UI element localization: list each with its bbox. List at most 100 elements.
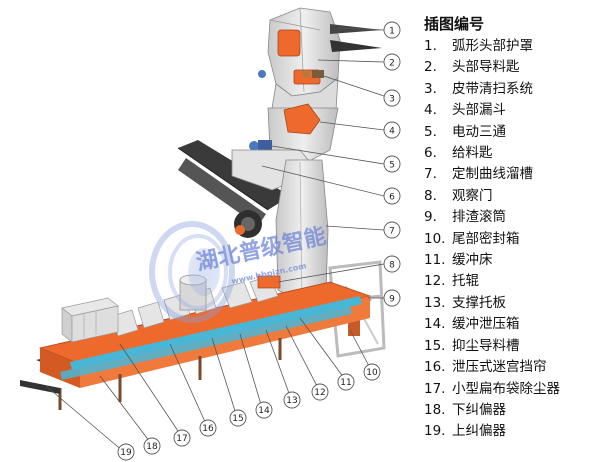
- legend-item-label: 下纠偏器: [452, 401, 506, 418]
- legend-item-label: 头部漏斗: [452, 102, 506, 119]
- legend-item-label: 支撑托板: [452, 294, 506, 311]
- callout-7: 7: [383, 221, 401, 239]
- legend-item: 16. 泄压式迷宫挡帘: [424, 357, 610, 378]
- head-guide-scoop: [277, 29, 321, 85]
- legend-item-number: 12.: [424, 273, 446, 290]
- legend-item-label: 缓冲泄压箱: [452, 316, 520, 333]
- legend-item: 18.下纠偏器: [424, 400, 610, 421]
- legend-item-label: 排渣滚筒: [452, 209, 506, 226]
- legend-list: 1.弧形头部护罩 2.头部导料匙 3.皮带清扫系统 4.头部漏斗 5.电动三通 …: [424, 36, 610, 443]
- svg-text:3: 3: [389, 95, 395, 105]
- legend-item-label: 上纠偏器: [452, 423, 506, 440]
- callouts: 1 2 3 4 5 6 7 8 9 10 11 12 13 14 15 16 1…: [117, 21, 401, 461]
- legend-item-number: 11.: [424, 252, 446, 269]
- legend-item: 2.头部导料匙: [424, 57, 610, 78]
- legend-item: 4. 头部漏斗: [424, 100, 610, 121]
- legend-item: 1. 弧形头部护罩: [424, 36, 610, 57]
- legend-item-label: 托辊: [452, 273, 479, 290]
- legend-item-label: 泄压式迷宫挡帘: [452, 359, 547, 376]
- callout-4: 4: [383, 121, 401, 139]
- callout-8: 8: [383, 255, 401, 273]
- callout-1: 1: [383, 21, 401, 39]
- svg-text:5: 5: [389, 161, 395, 171]
- svg-text:12: 12: [314, 388, 325, 398]
- callout-16: 16: [199, 419, 217, 437]
- legend-item-label: 尾部密封箱: [452, 230, 520, 247]
- callout-9: 9: [383, 289, 401, 307]
- svg-text:8: 8: [389, 261, 395, 271]
- callout-14: 14: [255, 401, 273, 419]
- callout-13: 13: [283, 391, 301, 409]
- legend-item: 17. 小型扁布袋除尘器: [424, 379, 610, 400]
- callout-2: 2: [383, 53, 401, 71]
- legend-item: 13. 支撑托板: [424, 293, 610, 314]
- legend-item-number: 16.: [424, 359, 446, 376]
- legend-item-number: 8.: [424, 187, 437, 204]
- main-conveyor: [20, 281, 372, 410]
- legend-item-number: 5.: [424, 123, 437, 140]
- legend-item-number: 19.: [424, 423, 446, 440]
- legend-item-number: 17.: [424, 380, 446, 397]
- svg-text:15: 15: [232, 414, 243, 424]
- bag-dust-collector: [61, 297, 119, 343]
- svg-text:10: 10: [366, 368, 378, 378]
- callout-6: 6: [383, 187, 401, 205]
- legend-item-label: 电动三通: [452, 123, 506, 140]
- electric-three-way: [249, 140, 272, 151]
- legend-item-number: 14.: [424, 316, 446, 333]
- legend-item: 5. 电动三通: [424, 122, 610, 143]
- svg-text:2: 2: [389, 59, 395, 69]
- watermark-logo: [149, 221, 235, 323]
- legend-item-number: 4.: [424, 102, 437, 119]
- callout-3: 3: [383, 89, 401, 107]
- legend-item: 15. 抑尘导料槽: [424, 336, 610, 357]
- drive-drum: [234, 210, 262, 238]
- svg-text:4: 4: [389, 127, 395, 137]
- legend-item: 12. 托辊: [424, 271, 610, 292]
- callout-12: 12: [311, 383, 329, 401]
- legend-item: 3. 皮带清扫系统: [424, 79, 610, 100]
- legend-item-number: 15.: [424, 337, 446, 354]
- legend-item: 6. 给料匙: [424, 143, 610, 164]
- legend-item: 7. 定制曲线溜槽: [424, 164, 610, 185]
- legend-item-label: 抑尘导料槽: [452, 337, 520, 354]
- legend-item-number: 6.: [424, 145, 437, 162]
- legend-item: 14. 缓冲泄压箱: [424, 314, 610, 335]
- legend-item: 19. 上纠偏器: [424, 421, 610, 442]
- legend-item-label: 小型扁布袋除尘器: [452, 380, 560, 397]
- legend-item-number: 10.: [424, 230, 446, 247]
- legend-item-number: 1.: [424, 38, 437, 54]
- legend-item-label: 皮带清扫系统: [452, 80, 533, 97]
- callout-19: 19: [117, 443, 135, 461]
- legend-item-label: 给料匙: [452, 145, 493, 162]
- callout-10: 10: [363, 363, 381, 381]
- legend-item: 11. 缓冲床: [424, 250, 610, 271]
- callout-15: 15: [229, 409, 247, 427]
- legend-item-label: 弧形头部护罩: [452, 38, 533, 54]
- legend-item-number: 3.: [424, 80, 437, 97]
- legend-item-number: 7.: [424, 166, 437, 183]
- svg-text:7: 7: [389, 227, 395, 237]
- belt-cleaner: [258, 70, 324, 78]
- head-hood: [267, 7, 382, 123]
- callout-17: 17: [173, 429, 191, 447]
- callout-11: 11: [337, 373, 355, 391]
- svg-text:13: 13: [286, 396, 297, 406]
- callout-18: 18: [143, 437, 161, 455]
- legend-title: 插图编号: [424, 15, 485, 33]
- legend-item-label: 定制曲线溜槽: [452, 166, 533, 183]
- legend: 插图编号 1. 弧形头部护罩 2.头部导料匙 3. 皮带清扫系统 4. 头部漏斗 5.…: [424, 14, 610, 443]
- legend-item: 10. 尾部密封箱: [424, 229, 610, 250]
- svg-text:14: 14: [258, 406, 270, 416]
- legend-item-label: 缓冲床: [452, 252, 493, 269]
- svg-text:16: 16: [202, 424, 214, 434]
- svg-text:18: 18: [146, 442, 158, 452]
- svg-text:6: 6: [389, 193, 395, 203]
- legend-item-number: 13.: [424, 294, 446, 311]
- svg-text:17: 17: [176, 434, 187, 444]
- legend-item-label: 观察门: [452, 187, 493, 204]
- svg-text:9: 9: [389, 295, 395, 305]
- callout-5: 5: [383, 155, 401, 173]
